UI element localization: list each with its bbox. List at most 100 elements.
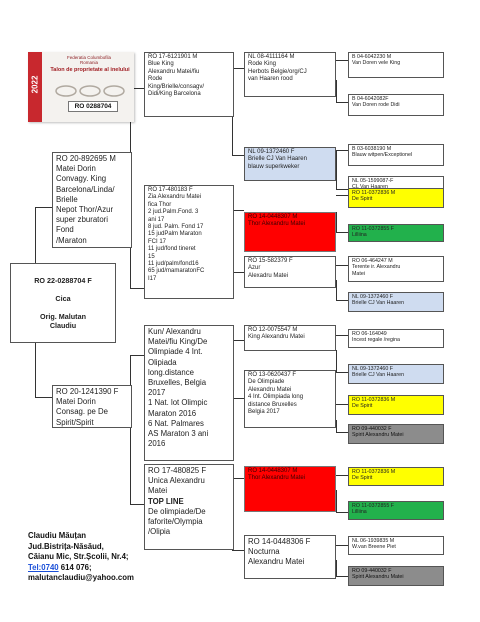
connector bbox=[130, 88, 144, 89]
connector bbox=[336, 545, 348, 546]
pedigree-gen3-8: RO 14-0448306 F Nocturna Alexandru Matei bbox=[244, 535, 336, 579]
connector bbox=[336, 335, 348, 336]
sire-label: RO 20-892695 M Matei Dorin Convagy. King… bbox=[56, 154, 116, 245]
owner-phone: Tel:0740 614 076; bbox=[28, 563, 148, 574]
connector bbox=[130, 355, 131, 385]
connector bbox=[336, 300, 348, 301]
connector bbox=[232, 478, 244, 479]
pedigree-gen4-16: RO 09-440032 F Spirit Alexandru Matei bbox=[348, 566, 444, 586]
pedigree-dam-dam: RO 17-480825 F Unica Alexandru Matei TOP… bbox=[144, 464, 234, 550]
connector bbox=[130, 248, 131, 288]
connector bbox=[232, 155, 244, 156]
pedigree-sire-sire: RO 17-6121901 M Blue King Alexandru Mate… bbox=[144, 52, 234, 117]
owner-contact: Claudiu Măuțan Jud.Bistrița-Năsăud, Căia… bbox=[28, 531, 148, 584]
gen4-1-label: B 04-6042230 M Van Doren vele King bbox=[352, 54, 401, 67]
connector bbox=[336, 280, 337, 300]
pedigree-gen4-13: RO 11-0372836 M De Spirit bbox=[348, 467, 444, 486]
pedigree-dam: RO 20-1241390 F Matei Dorin Consag. pe D… bbox=[52, 385, 132, 428]
gen3-5-label: RO 12-0075547 M King Alexandru Matei bbox=[248, 327, 305, 341]
sire-dam-label: RO 17-480183 F Zia Alexandru Matei fica … bbox=[148, 187, 205, 282]
gen4-12-label: RO 09-440032 F Spirit Alexandru Matei bbox=[352, 426, 404, 439]
connector bbox=[336, 195, 348, 196]
connector bbox=[336, 150, 337, 162]
pedigree-gen4-1: B 04-6042230 M Van Doren vele King bbox=[348, 52, 444, 78]
pedigree-gen4-9: RO 06-164049 Incest regale /regina bbox=[348, 329, 444, 348]
pedigree-gen3-7: RO 14-0448307 M Thor Alexandru Matei bbox=[244, 466, 336, 512]
connector bbox=[35, 207, 36, 263]
gen3-6-label: RO 13-0620437 F De Olimpiade Alexandru M… bbox=[248, 372, 304, 416]
dam-sire-label: Kun/ Alexandru Matei/fiu King/De Olimpia… bbox=[148, 327, 209, 449]
gen4-10-label: NL 09-1372460 F Brielle CJ Van Haaren bbox=[352, 366, 405, 379]
pedigree-sire: RO 20-892695 M Matei Dorin Convagy. King… bbox=[52, 152, 132, 248]
connector bbox=[130, 355, 144, 356]
root-label: RO 22-0288704 F Cica Orig. Malutan Claud… bbox=[34, 276, 92, 330]
connector bbox=[336, 80, 337, 102]
dam-dam-rest: De olimpiade/De faforite/Olympia /Olipia bbox=[148, 506, 206, 537]
connector bbox=[130, 504, 144, 505]
connector bbox=[232, 398, 244, 399]
certificate-reg-no: RO 0288704 bbox=[68, 101, 118, 112]
dam-dam-topline: TOP LINE bbox=[148, 496, 184, 506]
owner-address-1: Jud.Bistrița-Năsăud, bbox=[28, 541, 104, 551]
owner-address-2: Căianu Mic, Str.Școlii, Nr.4; bbox=[28, 552, 129, 561]
connector bbox=[232, 550, 244, 551]
connector bbox=[130, 288, 144, 289]
gen3-1-label: NL 08-4111164 M Rode King Herbots Belgie… bbox=[248, 54, 307, 83]
connector bbox=[232, 340, 244, 341]
gen4-2-label: B 04-6042082F Van Doren rode Didi bbox=[352, 96, 400, 109]
pedigree-gen3-5: RO 12-0075547 M King Alexandru Matei bbox=[244, 325, 336, 351]
connector bbox=[336, 560, 337, 576]
phone-rest: 614 076; bbox=[58, 562, 92, 572]
pedigree-gen4-6: RO 11-0372855 F Lilliina bbox=[348, 224, 444, 242]
pedigree-gen3-2: NL 09-1372460 F Brielle CJ Van Haaren bl… bbox=[244, 147, 336, 181]
connector bbox=[35, 207, 52, 208]
gen4-6-label: RO 11-0372855 F Lilliina bbox=[352, 226, 395, 239]
phone-link[interactable]: Tel:0740 bbox=[28, 562, 59, 572]
gen4-9-label: RO 06-164049 Incest regale /regina bbox=[352, 331, 400, 344]
pedigree-root: RO 22-0288704 F Cica Orig. Malutan Claud… bbox=[10, 263, 116, 343]
pedigree-gen3-1: NL 08-4111164 M Rode King Herbots Belgie… bbox=[244, 52, 336, 97]
gen4-11-label: RO 11-0372836 M De Spirit bbox=[352, 397, 396, 410]
gen3-7-label: RO 14-0448307 M Thor Alexandru Matei bbox=[248, 468, 306, 482]
connector bbox=[336, 265, 348, 266]
gen4-3-label: B 03-6038190 M Blauw witpen/Exceptionel bbox=[352, 146, 413, 159]
pedigree-gen4-2: B 04-6042082F Van Doren rode Didi bbox=[348, 94, 444, 116]
gen3-8-label: RO 14-0448306 F Nocturna Alexandru Matei bbox=[248, 537, 311, 567]
pedigree-gen4-15: NL 06-1939835 M W.van Breene Piet bbox=[348, 536, 444, 555]
owner-email: malutanclaudiu@yahoo.com bbox=[28, 573, 134, 582]
pedigree-sire-dam: RO 17-480183 F Zia Alexandru Matei fica … bbox=[144, 185, 234, 299]
connector bbox=[336, 404, 348, 405]
connector bbox=[232, 68, 244, 69]
pedigree-gen4-3: B 03-6038190 M Blauw witpen/Exceptionel bbox=[348, 144, 444, 166]
connector bbox=[336, 232, 348, 233]
connector bbox=[336, 60, 348, 61]
gen4-13-label: RO 11-0372836 M De Spirit bbox=[352, 469, 396, 482]
ring-certificate-image: 2022 Federatia Columbofila Romania Talon… bbox=[28, 52, 134, 122]
owner-name: Claudiu Măuțan bbox=[28, 531, 87, 540]
pedigree-gen4-11: RO 11-0372836 M De Spirit bbox=[348, 395, 444, 415]
gen4-5-label: RO 11-0372836 M De Spirit bbox=[352, 190, 396, 203]
pedigree-gen3-6: RO 13-0620437 F De Olimpiade Alexandru M… bbox=[244, 370, 336, 428]
pedigree-gen4-7: RO 06-464247 M Terente ir. Alexandru Mat… bbox=[348, 256, 444, 282]
connector bbox=[336, 420, 337, 432]
connector bbox=[336, 512, 348, 513]
connector bbox=[336, 189, 348, 190]
gen4-16-label: RO 09-440032 F Spirit Alexandru Matei bbox=[352, 568, 404, 581]
dam-label: RO 20-1241390 F Matei Dorin Consag. pe D… bbox=[56, 387, 119, 427]
connector bbox=[336, 432, 348, 433]
pedigree-gen4-5: RO 11-0372836 M De Spirit bbox=[348, 188, 444, 208]
connector bbox=[336, 576, 348, 577]
pedigree-gen3-4: RO 15-582379 F Azur Alexadru Matei bbox=[244, 256, 336, 288]
connector bbox=[336, 150, 348, 151]
ring-icon bbox=[55, 85, 125, 97]
connector bbox=[232, 272, 244, 273]
certificate-year: 2022 bbox=[30, 75, 40, 94]
gen3-2-label: NL 09-1372460 F Brielle CJ Van Haaren bl… bbox=[248, 149, 307, 170]
certificate-title: Talon de proprietate al inelului bbox=[50, 67, 130, 73]
pedigree-gen4-8: NL 09-1372460 F Brielle CJ Van Haaren bbox=[348, 292, 444, 312]
pedigree-gen4-14: RO 11-0372855 F Lilliina bbox=[348, 501, 444, 520]
connector bbox=[35, 397, 52, 398]
connector bbox=[336, 102, 348, 103]
gen3-3-label: RO 14-0448307 M Thor Alexandru Matei bbox=[248, 214, 306, 228]
certificate-header: Federatia Columbofila Romania bbox=[66, 55, 112, 66]
